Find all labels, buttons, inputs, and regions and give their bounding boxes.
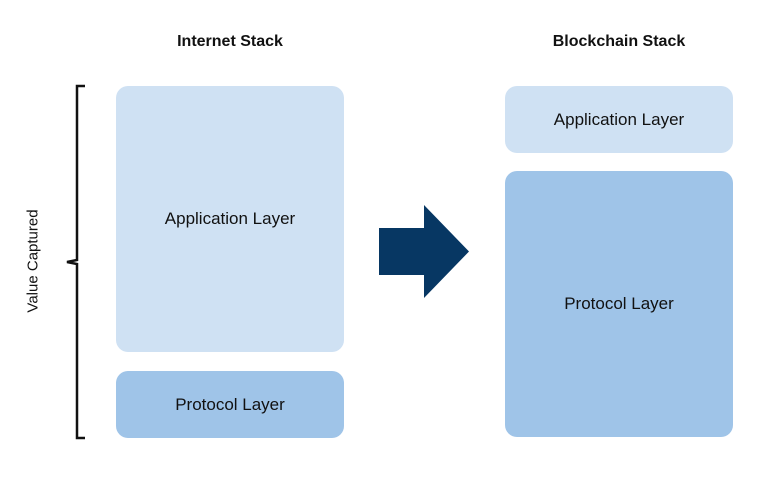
internet-application-layer: Application Layer bbox=[116, 86, 344, 352]
blockchain-application-layer: Application Layer bbox=[505, 86, 733, 153]
right-arrow-icon bbox=[379, 205, 469, 298]
internet-protocol-layer-label: Protocol Layer bbox=[175, 394, 285, 414]
value-captured-brace bbox=[66, 84, 85, 440]
blockchain-protocol-layer-label: Protocol Layer bbox=[564, 294, 674, 313]
blockchain-application-layer-label: Application Layer bbox=[553, 109, 685, 129]
blockchain-stack-title: Blockchain Stack bbox=[552, 33, 686, 50]
internet-protocol-layer: Protocol Layer bbox=[116, 371, 344, 438]
blockchain-protocol-layer: Protocol Layer bbox=[505, 171, 733, 437]
value-captured-label: Value Captured bbox=[24, 209, 42, 313]
internet-application-layer-label: Application Layer bbox=[164, 209, 296, 228]
internet-stack-title: Internet Stack bbox=[177, 33, 283, 50]
